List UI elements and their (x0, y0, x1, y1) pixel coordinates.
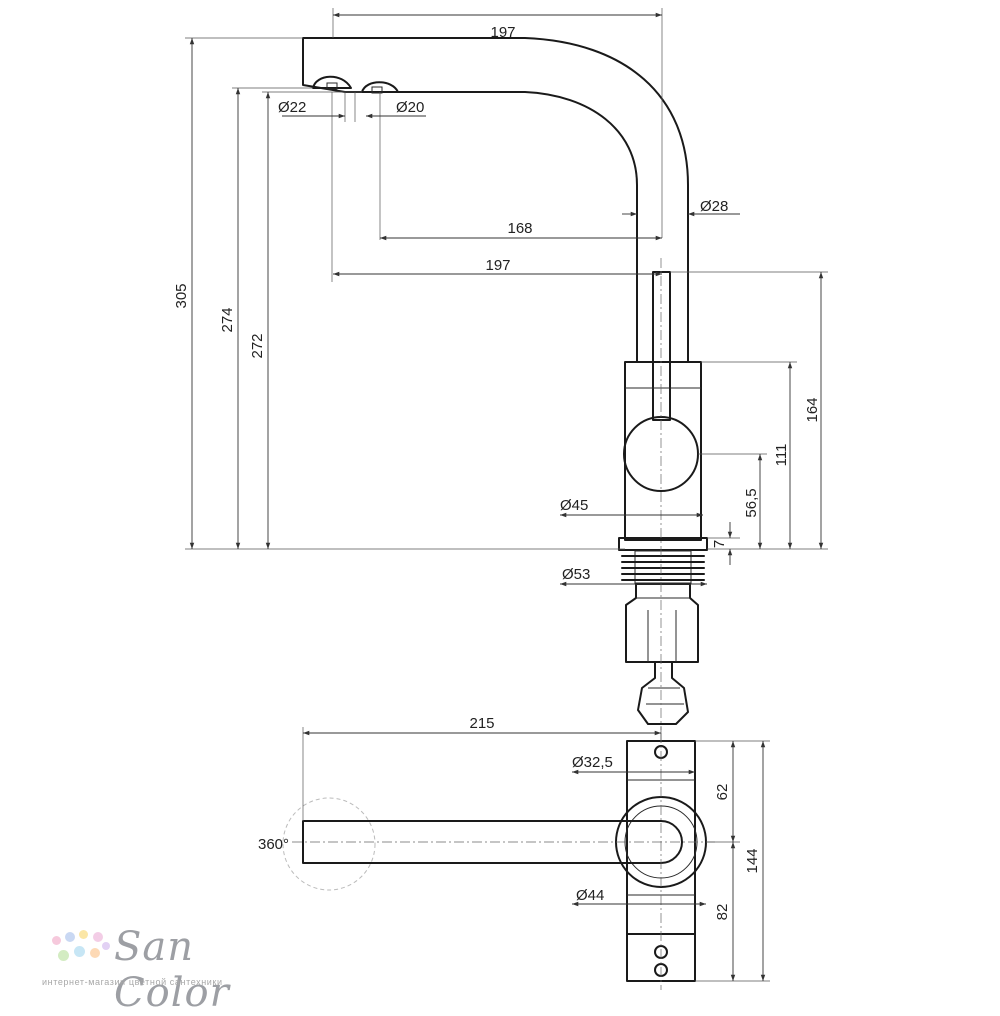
outlet-nozzle-1 (326, 82, 338, 90)
rotation-circle (282, 797, 376, 891)
dim-body-diameter: Ø45 (560, 497, 588, 514)
mounting-nut (625, 583, 699, 663)
aerator-outlet-2 (361, 81, 399, 93)
dim-lever-axis-height: 56,5 (743, 488, 760, 517)
aerator-outlet-1 (312, 75, 352, 89)
base-thread (621, 550, 705, 584)
dim-top-view-diameter-2: Ø44 (576, 887, 604, 904)
logo-dot (79, 930, 88, 939)
dim-total-height: 305 (173, 283, 190, 308)
dim-outlet-diameter-2: Ø20 (396, 99, 424, 116)
logo-tagline: интернет-магазин цветной сантехники (42, 977, 223, 987)
outlet-nozzle-2 (371, 86, 383, 94)
hose-fitting (637, 661, 689, 725)
spout-outline (302, 37, 689, 363)
logo-name: San Color (114, 924, 230, 1016)
dim-base-ring-height: 7 (711, 540, 728, 548)
top-view (282, 733, 715, 990)
logo-dot (90, 948, 100, 958)
side-dimensions: 197 Ø22 Ø20 Ø28 168 197 305 274 272 Ø4 (173, 8, 828, 587)
dim-body-height: 111 (773, 444, 790, 467)
dim-outlet-diameter-1: Ø22 (278, 99, 306, 116)
dim-top-view-total: 144 (744, 848, 761, 873)
sancolor-logo: San Color интернет-магазин цветной санте… (40, 924, 300, 1016)
side-view (302, 37, 708, 730)
faucet-body (624, 361, 702, 541)
dim-outlet-height: 274 (219, 307, 236, 332)
logo-dot (65, 932, 75, 942)
base-ring (618, 537, 708, 551)
logo-dot (74, 946, 85, 957)
top-spout-arm (302, 820, 683, 864)
dim-outlet-offset: 168 (507, 220, 532, 237)
dim-spout-length-bottom: 197 (485, 257, 510, 274)
top-dimensions: 215 Ø32,5 Ø44 360° 62 82 144 (258, 715, 770, 982)
dim-top-view-back: 82 (714, 904, 731, 921)
logo-dot (102, 942, 110, 950)
dim-top-view-diameter: Ø32,5 (572, 754, 613, 771)
handle-lever (652, 271, 671, 421)
logo-dot (52, 936, 61, 945)
logo-dot (93, 932, 103, 942)
dim-spout-length-top: 197 (490, 24, 515, 41)
logo-dot (58, 950, 69, 961)
dim-rotation: 360° (258, 836, 289, 853)
dim-outlet-height-2: 272 (249, 333, 266, 358)
dim-handle-height: 164 (804, 397, 821, 422)
dim-spout-diameter: Ø28 (700, 198, 728, 215)
dim-top-view-length: 215 (469, 715, 494, 732)
dim-top-view-front: 62 (714, 784, 731, 801)
dim-base-diameter: Ø53 (562, 566, 590, 583)
